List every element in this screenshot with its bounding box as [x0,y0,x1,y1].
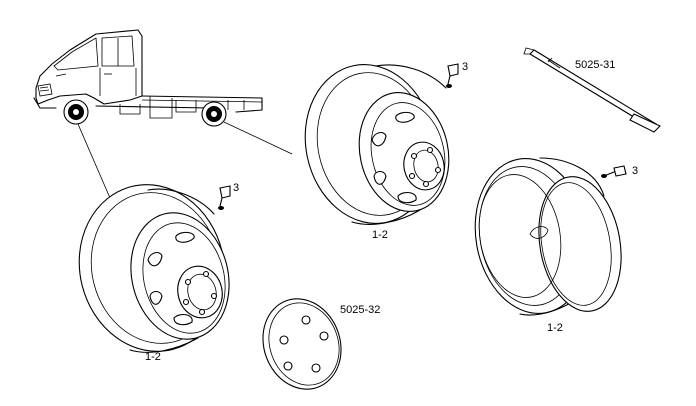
leader-line-rear [223,121,293,155]
label-wheel-front: 1-2 [145,351,161,363]
vehicle-chassis-cab [33,29,263,127]
label-wheel-right: 1-2 [547,322,563,334]
valve-screw-top [446,63,459,88]
hubcap [262,298,342,390]
label-screw-front: 3 [233,182,239,194]
label-screw-right: 3 [632,165,638,177]
valve-screw-right [601,165,627,178]
label-screw-top: 3 [462,61,468,73]
wheel-rim-front [78,184,230,353]
label-tool: 5025-31 [575,59,615,71]
wheel-rim-top [304,64,450,225]
valve-screw-front [218,185,231,210]
label-hubcap: 5025-32 [340,304,380,316]
leader-line-front [77,123,111,199]
wheel-wrench-tool [523,47,661,133]
wheel-rim-right [474,157,622,316]
label-wheel-top: 1-2 [372,229,388,241]
